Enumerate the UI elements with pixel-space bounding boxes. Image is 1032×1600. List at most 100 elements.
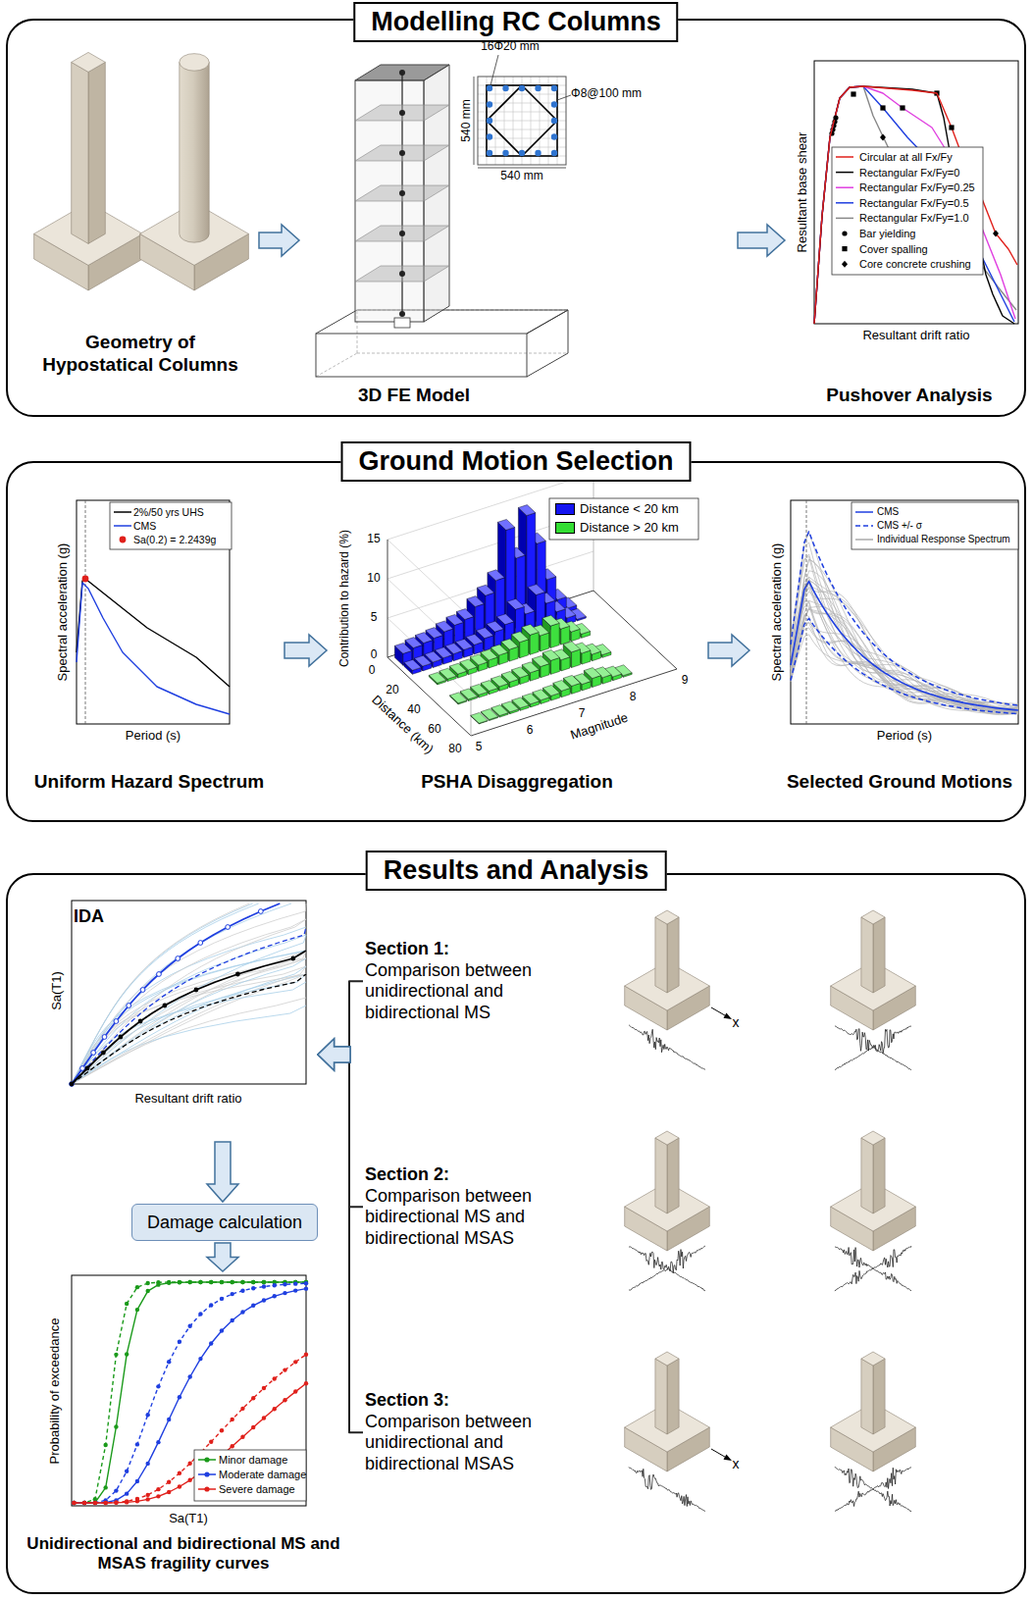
marker — [486, 150, 493, 156]
marker — [293, 1288, 298, 1292]
hazard-bar — [456, 609, 473, 620]
footing-wire — [315, 333, 527, 377]
legend-text: Distance > 20 km — [579, 520, 679, 536]
marker — [879, 104, 885, 110]
marker — [91, 1050, 97, 1056]
block-arrow — [258, 224, 300, 257]
footing-wire — [357, 353, 568, 355]
marker — [204, 1456, 209, 1462]
hazard-bar — [529, 631, 539, 655]
plot-curve — [71, 903, 280, 1084]
marker — [82, 1500, 87, 1505]
plot-curve — [814, 86, 1018, 324]
marker — [282, 1282, 287, 1287]
concrete-face — [873, 1137, 885, 1214]
plot-curve — [790, 602, 1019, 715]
plot-curve — [790, 618, 1019, 714]
legend-sample — [835, 155, 854, 158]
marker — [113, 1500, 118, 1505]
marker — [71, 1500, 76, 1505]
block-arrow — [284, 634, 327, 667]
connector — [317, 980, 363, 1071]
legend-box — [549, 498, 699, 540]
marker — [166, 1417, 171, 1422]
hazard-bar — [466, 596, 484, 608]
hazard-bar — [561, 625, 570, 645]
marker — [69, 1082, 75, 1087]
concrete-face — [655, 1137, 668, 1214]
chart-label: Magnitude — [568, 711, 630, 744]
concrete-face — [655, 1131, 679, 1145]
legend-text: Severe damage — [218, 1483, 296, 1497]
plot-curve — [73, 1283, 307, 1503]
axis-line — [387, 590, 594, 736]
plot-curve — [71, 966, 307, 1084]
marker — [93, 1500, 98, 1505]
direction-arrow — [711, 1007, 726, 1017]
chart-label: 16Φ20 mm — [480, 40, 540, 54]
marker — [304, 1352, 309, 1357]
ground-motion-trace — [834, 1246, 912, 1291]
marker — [140, 987, 146, 993]
marker — [293, 1389, 298, 1394]
marker — [103, 1500, 107, 1505]
plot-curve — [73, 1383, 307, 1503]
concrete-face — [861, 1351, 885, 1366]
marker — [304, 1286, 309, 1290]
connector — [206, 1141, 239, 1202]
marker — [261, 1280, 266, 1285]
hazard-bar — [496, 614, 515, 625]
marker — [71, 1500, 76, 1505]
legend-text: Core concrete crushing — [859, 258, 972, 271]
legend-sample — [855, 538, 874, 541]
ground-motion-trace — [628, 1466, 706, 1511]
marker — [177, 1340, 182, 1344]
marker — [80, 1066, 86, 1072]
marker — [304, 1281, 309, 1286]
marker — [282, 1397, 287, 1402]
marker — [551, 150, 558, 156]
marker — [198, 940, 204, 946]
concrete-face — [71, 61, 89, 244]
figure-group: Geometry of Hypostatical Columns — [23, 46, 258, 414]
concrete-face — [861, 910, 885, 925]
marker — [187, 1324, 192, 1329]
legend-box — [831, 147, 983, 275]
legend-text: Rectangular Fx/Fy=0.25 — [859, 181, 976, 195]
marker — [230, 1417, 235, 1422]
plot-curve — [71, 903, 292, 1084]
ground-motion-trace — [628, 1025, 706, 1070]
marker — [219, 1280, 224, 1285]
marker — [71, 1500, 76, 1505]
section-body: Comparison between unidirectional and bi… — [364, 1411, 586, 1476]
legend-text: Minor damage — [218, 1453, 288, 1467]
marker — [251, 1303, 256, 1308]
chart-label: 5 — [475, 740, 483, 755]
hazard-bar — [507, 598, 525, 610]
marker — [502, 150, 509, 156]
section-body: Comparison between unidirectional and bi… — [364, 960, 586, 1025]
connector — [258, 224, 300, 257]
marker — [219, 1296, 224, 1301]
marker — [251, 1395, 256, 1400]
concrete-face — [861, 1137, 874, 1214]
marker — [208, 1341, 213, 1345]
marker — [219, 1428, 224, 1433]
bracket-line — [349, 1054, 363, 1433]
hazard-bar — [563, 641, 580, 653]
block-arrow — [206, 1242, 239, 1272]
marker — [177, 1280, 182, 1285]
plot-curve — [790, 609, 1019, 712]
plot-curve — [71, 934, 307, 1084]
marker — [103, 1500, 107, 1505]
marker — [155, 1487, 160, 1492]
connector — [206, 1242, 239, 1272]
chart-label: 6 — [526, 723, 534, 738]
marker — [198, 1280, 203, 1285]
marker — [113, 1352, 118, 1357]
hazard-bar — [394, 642, 412, 654]
hazard-bar — [571, 649, 581, 669]
marker — [518, 150, 525, 156]
plot-curve — [71, 934, 307, 1084]
marker — [145, 1496, 150, 1501]
